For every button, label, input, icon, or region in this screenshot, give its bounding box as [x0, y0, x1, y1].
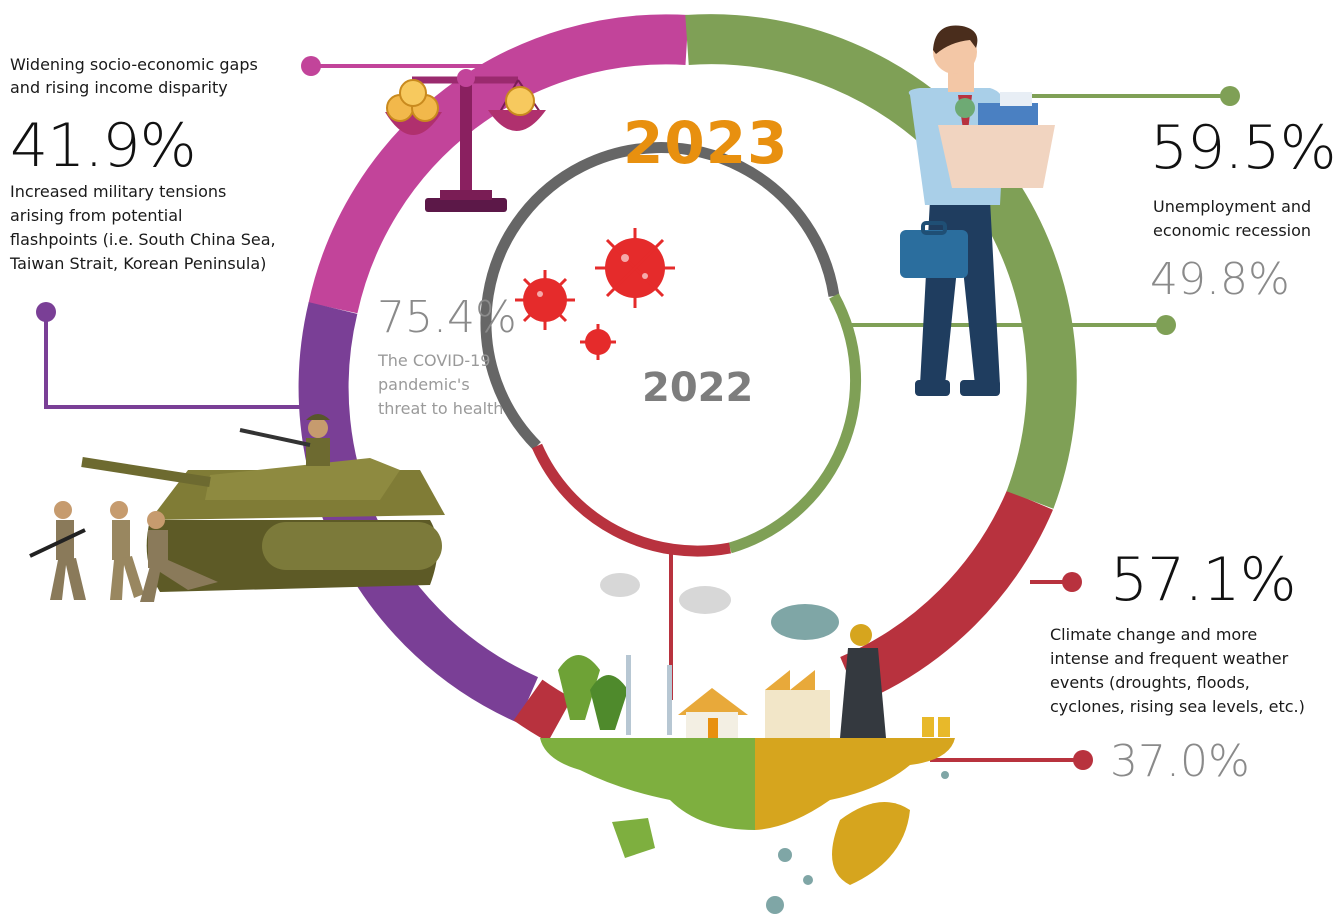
connector-military — [44, 312, 310, 409]
military-desc-line4: Taiwan Strait, Korean Peninsula) — [10, 254, 267, 273]
military-desc-line2: arising from potential — [10, 206, 183, 225]
dot-military — [36, 302, 56, 322]
climate-desc-line1: Climate change and more — [1050, 625, 1258, 644]
inner-segment-unemployment — [728, 293, 862, 554]
climate-2023-percent: 57.1% — [1110, 545, 1297, 615]
inner-segment-climate — [531, 443, 732, 557]
unemployment-2022-percent: 49.8% — [1150, 254, 1290, 305]
floating-island-icon — [540, 573, 955, 914]
unemployment-desc-line1: Unemployment and — [1153, 197, 1312, 216]
connectors — [36, 56, 1240, 770]
climate-desc-line3: events (droughts, floods, — [1050, 673, 1250, 692]
inner-ring-2022 — [480, 142, 862, 557]
office-worker-icon — [900, 25, 1055, 396]
unemployment-2023-percent: 59.5% — [1150, 113, 1333, 183]
covid-desc-line2: pandemic's — [378, 375, 470, 394]
dot-climate-2023 — [1062, 572, 1082, 592]
balance-scale-icon — [385, 69, 546, 212]
socio-desc-line2: and rising income disparity — [10, 78, 228, 97]
covid-desc-line1: The COVID-19 — [378, 351, 491, 370]
tank-with-soldiers-icon — [29, 414, 445, 602]
covid-percent: 75.4% — [377, 292, 517, 343]
climate-2022-percent: 37.0% — [1110, 736, 1250, 787]
inner-segment-covid — [480, 142, 840, 450]
dot-climate-2022 — [1073, 750, 1093, 770]
unemployment-desc-line2: economic recession — [1153, 221, 1312, 240]
socio-desc-line1: Widening socio-economic gaps — [10, 55, 258, 74]
climate-desc-line2: intense and frequent weather — [1050, 649, 1289, 668]
covid-desc-line3: threat to health — [378, 399, 504, 418]
socio-percent: 41.9% — [10, 111, 197, 181]
virus-icon — [515, 228, 675, 360]
year-2023-label: 2023 — [623, 109, 789, 177]
dot-unemp-2022 — [1156, 315, 1176, 335]
military-desc-line1: Increased military tensions — [10, 182, 227, 201]
dot-socio — [301, 56, 321, 76]
year-2022-label: 2022 — [642, 365, 754, 411]
military-desc-line3: flashpoints (i.e. South China Sea, — [10, 230, 276, 249]
outer-segment-climate-lower — [513, 679, 573, 742]
outer-segment-climate — [839, 489, 1053, 703]
dot-unemp-2023 — [1220, 86, 1240, 106]
climate-desc-line4: cyclones, rising sea levels, etc.) — [1050, 697, 1305, 716]
